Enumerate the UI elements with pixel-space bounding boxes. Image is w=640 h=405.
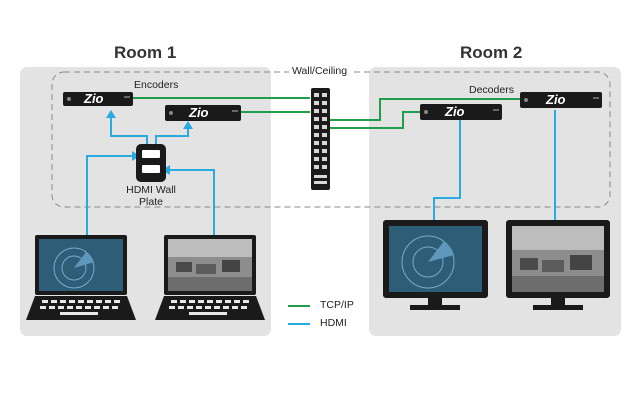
- device-brand-logo: Zio: [546, 92, 566, 107]
- hdmi-wall-plate-label-line-1: HDMI Wall: [126, 184, 176, 196]
- hdmi-laptop-1-to-plate: [86, 155, 136, 243]
- hdmi-plate-to-encoder-2: [155, 125, 189, 146]
- device-brand-logo: Zio: [189, 105, 209, 120]
- wall-ceiling-label: Wall/Ceiling: [289, 65, 351, 77]
- wall-ceiling-boundary: [51, 71, 611, 208]
- tcpip-link-decoder-1: [330, 98, 522, 121]
- tcpip-link-decoder-2: [330, 111, 422, 129]
- arrowhead: [106, 110, 116, 118]
- laptop-1: [26, 235, 136, 320]
- room-2-title: Room 2: [460, 43, 523, 62]
- decoders-label: Decoders: [469, 84, 514, 96]
- hdmi-wall-plate-label-line-2: Plate: [139, 196, 163, 208]
- encoder-device: [165, 105, 241, 121]
- hdmi-wall-plate: [136, 144, 166, 182]
- decoder-device: [520, 92, 602, 108]
- hdmi-laptop-2-to-plate: [166, 169, 215, 243]
- hdmi-plate-to-encoder-1: [110, 114, 148, 146]
- arrowhead: [183, 121, 193, 129]
- encoder-device: [63, 92, 133, 106]
- device-brand-logo: Zio: [445, 104, 465, 119]
- hdmi-decoder-1-to-monitor-1: [433, 120, 461, 236]
- encoders-label: Encoders: [134, 79, 179, 91]
- tcpip-links: [115, 97, 522, 129]
- monitor-2: [506, 220, 610, 310]
- legend-label-hdmi: HDMI: [320, 317, 347, 329]
- decoder-device: [420, 104, 502, 120]
- hdmi-links: [86, 110, 556, 243]
- laptop-2: [155, 235, 265, 320]
- legend-label-tcpip: TCP/IP: [320, 299, 354, 311]
- monitor-1: [383, 220, 488, 310]
- room-1-title: Room 1: [114, 43, 177, 62]
- hdmi-wall-plate-label: HDMI Wall Plate: [119, 184, 183, 208]
- network-switch: [311, 88, 330, 190]
- device-brand-logo: Zio: [84, 91, 104, 106]
